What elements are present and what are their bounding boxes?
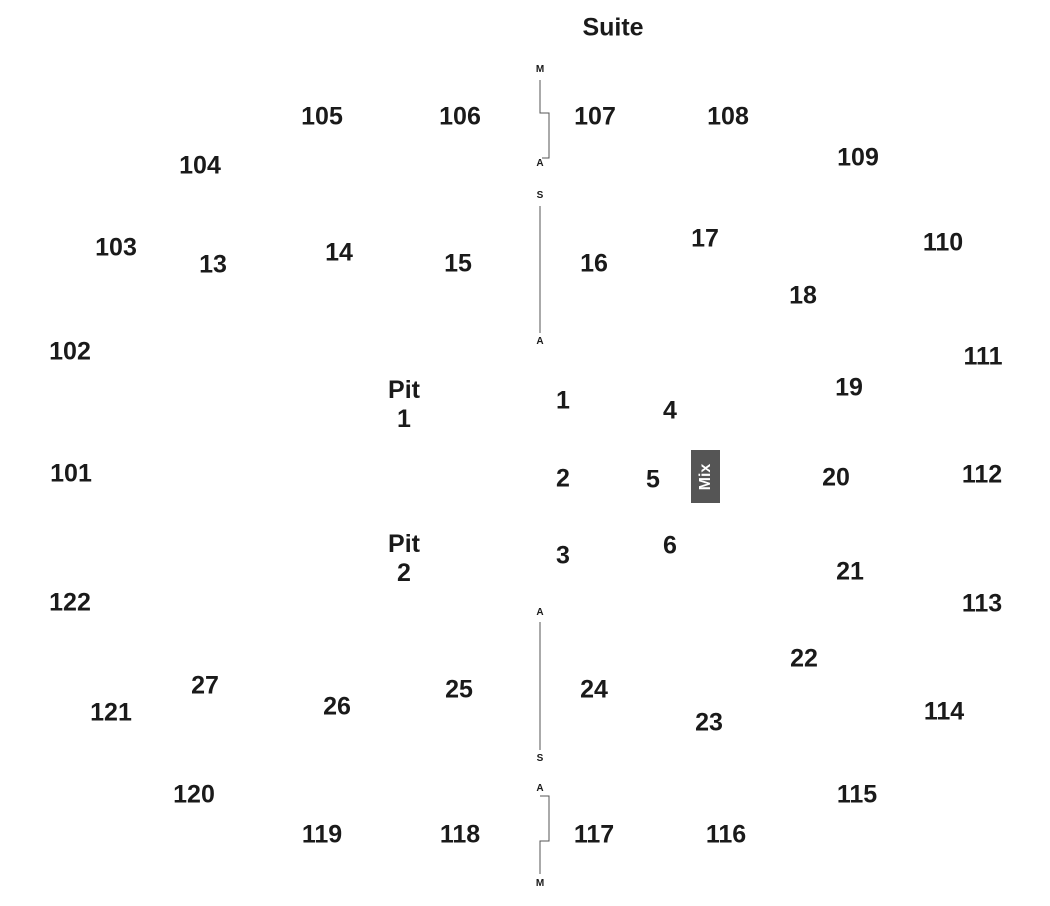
section-6[interactable]: 6 [663,531,677,560]
section-121[interactable]: 121 [90,698,132,727]
section-109[interactable]: 109 [837,143,879,172]
pit-2-number: 2 [397,559,411,587]
section-19[interactable]: 19 [835,373,863,402]
section-5[interactable]: 5 [646,465,660,494]
section-23[interactable]: 23 [695,708,723,737]
section-108[interactable]: 108 [707,102,749,131]
section-1[interactable]: 1 [556,386,570,415]
section-27[interactable]: 27 [191,671,219,700]
section-110[interactable]: 110 [922,228,964,257]
section-26[interactable]: 26 [323,692,351,721]
aisle-marker-a-lower: A [536,607,544,618]
pit-1[interactable]: Pit 1 [388,376,420,434]
aisle-marker-a-bottom: A [536,783,544,794]
section-115[interactable]: 115 [836,780,878,809]
section-104[interactable]: 104 [179,151,221,180]
section-114[interactable]: 114 [923,697,965,726]
section-105[interactable]: 105 [301,102,343,131]
mix-label: Mix [696,463,714,490]
suite-label: Suite [582,13,644,42]
section-25[interactable]: 25 [445,675,473,704]
section-4[interactable]: 4 [663,396,677,425]
section-14[interactable]: 14 [325,238,353,267]
section-119[interactable]: 119 [301,820,343,849]
section-2[interactable]: 2 [556,464,570,493]
aisle-marker-s-top: S [536,190,544,201]
section-18[interactable]: 18 [789,281,817,310]
aisle-marker-s-bottom: S [536,753,544,764]
section-102[interactable]: 102 [49,337,91,366]
section-120[interactable]: 120 [173,780,215,809]
aisle-marker-m-bottom: M [535,878,545,889]
aisle-marker-a-upper: A [536,336,544,347]
aisle-marker-m-top: M [535,64,545,75]
section-101[interactable]: 101 [50,459,92,488]
section-17[interactable]: 17 [691,224,719,253]
aisle-marker-a-top: A [536,158,544,169]
section-20[interactable]: 20 [822,463,850,492]
section-15[interactable]: 15 [444,249,472,278]
section-13[interactable]: 13 [199,250,227,279]
section-117[interactable]: 117 [573,820,615,849]
section-118[interactable]: 118 [439,820,481,849]
pit-1-number: 1 [397,405,411,433]
mix-position[interactable]: Mix [691,450,720,503]
section-122[interactable]: 122 [49,588,91,617]
section-24[interactable]: 24 [580,675,608,704]
pit-2-word: Pit [388,530,420,558]
section-116[interactable]: 116 [705,820,747,849]
section-22[interactable]: 22 [790,644,818,673]
top-aisle-bracket [539,80,550,159]
section-107[interactable]: 107 [574,102,616,131]
section-21[interactable]: 21 [836,557,864,586]
section-103[interactable]: 103 [95,233,137,262]
pit-2[interactable]: Pit 2 [388,530,420,588]
section-113[interactable]: 113 [961,589,1003,618]
bottom-aisle-bracket [539,795,550,874]
section-106[interactable]: 106 [439,102,481,131]
section-3[interactable]: 3 [556,541,570,570]
section-111[interactable]: 111 [963,342,1003,371]
section-16[interactable]: 16 [580,249,608,278]
section-112[interactable]: 112 [961,460,1003,489]
pit-1-word: Pit [388,376,420,404]
